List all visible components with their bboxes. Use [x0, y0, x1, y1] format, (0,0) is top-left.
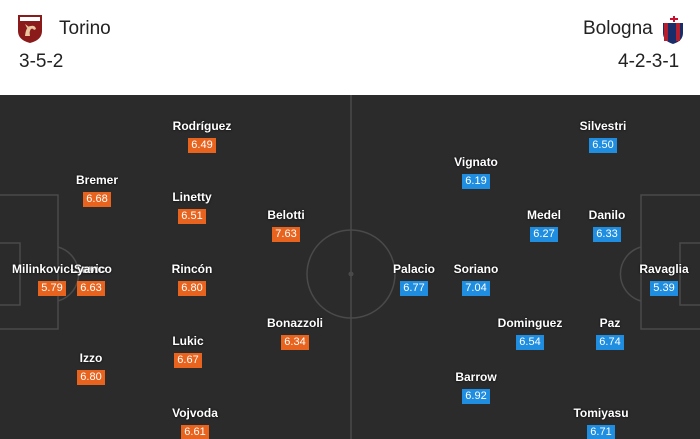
player-bonazzoli[interactable]: Bonazzoli 6.34 [255, 316, 335, 350]
player-rating: 6.54 [516, 335, 544, 350]
player-name: Lukic [172, 334, 204, 348]
player-rating: 6.71 [587, 425, 615, 439]
player-rating: 6.49 [188, 138, 216, 153]
player-name: Medel [526, 208, 561, 222]
player-paz[interactable]: Paz 6.74 [570, 316, 650, 350]
player-rating: 6.33 [593, 227, 621, 242]
player-rating: 6.67 [174, 353, 202, 368]
player-name: Ravaglia [639, 262, 689, 276]
player-rating: 5.39 [650, 281, 678, 296]
player-barrow[interactable]: Barrow 6.92 [436, 370, 516, 404]
pitch: Milinkovic-Savic 5.79 Lyanco 6.63 Bremer… [0, 95, 700, 439]
player-vojvoda[interactable]: Vojvoda 6.61 [155, 406, 235, 439]
player-linetty[interactable]: Linetty 6.51 [152, 190, 232, 224]
player-name: Linetty [172, 190, 212, 204]
player-name: Vignato [454, 155, 498, 169]
player-silvestri[interactable]: Silvestri 6.50 [563, 119, 643, 153]
player-rating: 6.61 [181, 425, 209, 439]
player-name: Rodríguez [172, 119, 232, 133]
pitch-lines [0, 95, 700, 439]
player-tomiyasu[interactable]: Tomiyasu 6.71 [561, 406, 641, 439]
player-name: Milinkovic-Savic [12, 262, 106, 276]
player-rodriguez[interactable]: Rodríguez 6.49 [162, 119, 242, 153]
player-rating: 6.50 [589, 138, 617, 153]
player-name: Soriano [453, 262, 499, 276]
player-rating: 6.80 [178, 281, 206, 296]
player-palacio[interactable]: Palacio 6.77 [374, 262, 454, 296]
player-lukic[interactable]: Lukic 6.67 [148, 334, 228, 368]
player-name: Bonazzoli [267, 316, 323, 330]
player-rating: 6.19 [462, 174, 490, 189]
player-name: Rincón [171, 262, 213, 276]
home-formation: 3-5-2 [19, 51, 64, 72]
player-dominguez[interactable]: Dominguez 6.54 [490, 316, 570, 350]
player-bremer[interactable]: Bremer 6.68 [57, 173, 137, 207]
player-name: Tomiyasu [573, 406, 629, 420]
away-formation: 4-2-3-1 [618, 51, 680, 72]
player-rating: 6.77 [400, 281, 428, 296]
player-milinkovic-savic[interactable]: Milinkovic-Savic 5.79 [12, 262, 106, 296]
player-rating: 7.04 [462, 281, 490, 296]
player-ravaglia[interactable]: Ravaglia 5.39 [624, 262, 700, 296]
home-team-name: Torino [59, 18, 111, 39]
player-name: Danilo [588, 208, 626, 222]
player-name: Bremer [75, 173, 119, 187]
player-rating: 6.80 [77, 370, 105, 385]
player-medel[interactable]: Medel 6.27 [504, 208, 584, 242]
player-rincon[interactable]: Rincón 6.80 [152, 262, 232, 296]
player-rating: 6.34 [281, 335, 309, 350]
player-rating: 6.63 [77, 281, 105, 296]
player-rating: 6.51 [178, 209, 206, 224]
player-soriano[interactable]: Soriano 7.04 [436, 262, 516, 296]
player-name: Palacio [392, 262, 436, 276]
player-izzo[interactable]: Izzo 6.80 [51, 351, 131, 385]
player-name: Barrow [455, 370, 497, 384]
player-name: Vojvoda [172, 406, 218, 420]
player-name: Belotti [267, 208, 305, 222]
player-rating: 6.27 [530, 227, 558, 242]
player-name: Dominguez [497, 316, 563, 330]
torino-crest-icon [18, 15, 42, 43]
player-rating: 6.68 [83, 192, 111, 207]
player-rating: 6.92 [462, 389, 490, 404]
player-rating: 6.74 [596, 335, 624, 350]
player-danilo[interactable]: Danilo 6.33 [567, 208, 647, 242]
away-team-name: Bologna [583, 18, 653, 39]
player-belotti[interactable]: Belotti 7.63 [246, 208, 326, 242]
player-rating: 7.63 [272, 227, 300, 242]
player-name: Paz [599, 316, 621, 330]
player-name: Izzo [79, 351, 103, 365]
player-name: Lyanco [70, 262, 112, 276]
player-name: Silvestri [579, 119, 627, 133]
player-vignato[interactable]: Vignato 6.19 [436, 155, 516, 189]
match-header: Torino 3-5-2 Bologna 4-2-3-1 [0, 0, 700, 95]
player-rating: 5.79 [38, 281, 66, 296]
player-lyanco[interactable]: Lyanco 6.63 [51, 262, 131, 296]
bologna-crest-icon [663, 15, 683, 44]
